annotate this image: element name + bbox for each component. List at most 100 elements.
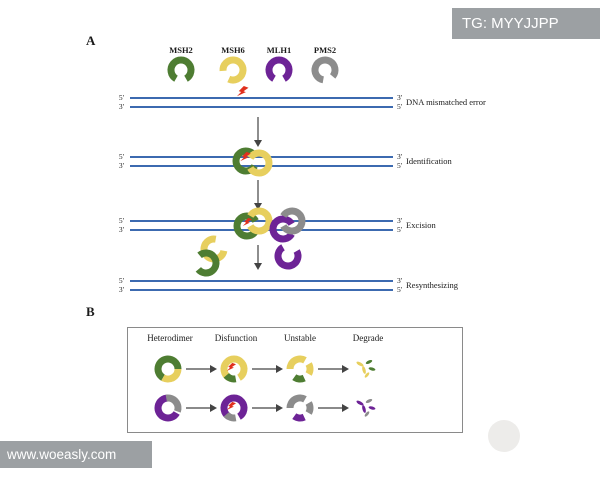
fragment <box>362 366 366 374</box>
dna-end-label: 5' <box>397 161 403 170</box>
dna-end-label: 3' <box>118 225 124 234</box>
fragment <box>356 361 364 367</box>
dna-end-label: 3' <box>118 285 124 294</box>
step-label-resynthesizing: Resynthesizing <box>406 280 458 290</box>
arrow-head <box>342 365 349 373</box>
excision-mlh-complex <box>269 207 306 243</box>
pms2-arc <box>305 401 314 415</box>
legend-donut-mlh1 <box>265 56 293 82</box>
bolt-shape <box>242 217 253 227</box>
arrow-down-2 <box>254 180 262 210</box>
bolt-shape <box>226 401 237 411</box>
legend-donut-msh2 <box>167 56 195 82</box>
arrow-head <box>254 263 262 270</box>
b-arrow-2b <box>252 404 283 412</box>
step-label-excision: Excision <box>406 220 436 230</box>
dna-end-label: 3' <box>397 276 403 285</box>
arc-segment <box>311 56 339 84</box>
panel-b-box <box>127 327 463 433</box>
watermark-bottom-left-text: www.woeasly.com <box>7 447 117 462</box>
arrow-head <box>254 140 262 147</box>
fragment <box>364 411 370 417</box>
arrow-down-1 <box>254 117 262 147</box>
step-label-mismatch: DNA mismatched error <box>406 97 486 107</box>
dna-row-1 <box>130 97 393 108</box>
arc-segment <box>167 56 195 82</box>
mlh1-arc <box>154 394 180 422</box>
released-msh-dimer <box>195 235 228 277</box>
msh2-arc <box>233 212 259 240</box>
identification-complex <box>232 147 273 177</box>
watermark-bottom-left: www.woeasly.com <box>0 441 152 468</box>
arrow-head <box>342 404 349 412</box>
arrow-head <box>210 365 217 373</box>
dna-end-label: 5' <box>397 285 403 294</box>
arc-segment <box>219 56 247 84</box>
mlh1-arc <box>220 394 248 420</box>
pms2-arc <box>280 207 306 235</box>
arrow-head <box>276 404 283 412</box>
legend-label-msh2: MSH2 <box>169 45 193 55</box>
dna-row-4 <box>130 280 393 291</box>
b1-degrade-fragments <box>356 359 376 378</box>
msh2-arc <box>223 372 237 383</box>
legend-label-mlh1: MLH1 <box>266 45 292 55</box>
mlh1-arc <box>292 413 306 422</box>
msh2-arc <box>292 374 306 383</box>
b-arrow-2a <box>186 404 217 412</box>
dna-end-label: 3' <box>397 216 403 225</box>
legend-donut-pms2 <box>311 56 339 84</box>
fragment <box>362 405 366 413</box>
msh2-arc <box>154 355 182 381</box>
b-arrow-1c <box>318 365 349 373</box>
b2-unstable <box>286 394 314 422</box>
fragment <box>368 367 376 371</box>
panel-b-label: B <box>86 304 95 319</box>
b1-unstable <box>286 355 314 383</box>
bolt-shape <box>226 362 237 372</box>
dna-row-2 <box>130 156 393 167</box>
panel-b-header-disfunction: Disfunction <box>214 333 258 343</box>
watermark-top-right-text: TG: MYYJJPP <box>462 15 559 32</box>
fragment <box>368 406 376 410</box>
bolt-shape <box>240 151 251 162</box>
arrow-head <box>210 404 217 412</box>
mlh1-arc <box>274 244 302 270</box>
dna-end-label: 3' <box>118 102 124 111</box>
pms2-arc <box>223 411 237 422</box>
dna-end-label: 5' <box>118 216 124 225</box>
fragment <box>365 398 373 404</box>
faint-stamp-watermark <box>488 420 520 452</box>
panel-a-label: A <box>86 33 96 48</box>
msh6-arc <box>286 355 307 370</box>
b-arrow-2c <box>318 404 349 412</box>
dna-end-label: 5' <box>118 152 124 161</box>
msh6-arc <box>247 207 273 235</box>
panel-b-header-degrade: Degrade <box>352 333 384 343</box>
msh2-arc <box>195 249 220 277</box>
msh6-arc <box>247 149 273 177</box>
bolt-shape <box>236 86 249 97</box>
msh6-arc <box>220 355 248 381</box>
mlh1-arc <box>269 215 295 243</box>
arrow-head <box>276 365 283 373</box>
msh6-arc <box>305 362 314 376</box>
dna-end-label: 5' <box>118 276 124 285</box>
released-mlh-dimer <box>274 244 302 270</box>
watermark-top-right: TG: MYYJJPP <box>452 8 600 39</box>
b2-heterodimer <box>154 394 182 422</box>
panel-b-header-unstable: Unstable <box>284 333 316 343</box>
fragment <box>364 372 370 378</box>
b-arrow-1b <box>252 365 283 373</box>
pms2-arc <box>165 394 182 413</box>
b-arrow-1a <box>186 365 217 373</box>
arrow-head <box>254 203 262 210</box>
dna-end-label: 3' <box>118 161 124 170</box>
dna-end-label: 3' <box>397 152 403 161</box>
legend-label-pms2: PMS2 <box>313 45 337 55</box>
arrow-down-3 <box>254 245 262 270</box>
pms2-arc <box>286 394 307 409</box>
dna-end-label: 5' <box>118 93 124 102</box>
